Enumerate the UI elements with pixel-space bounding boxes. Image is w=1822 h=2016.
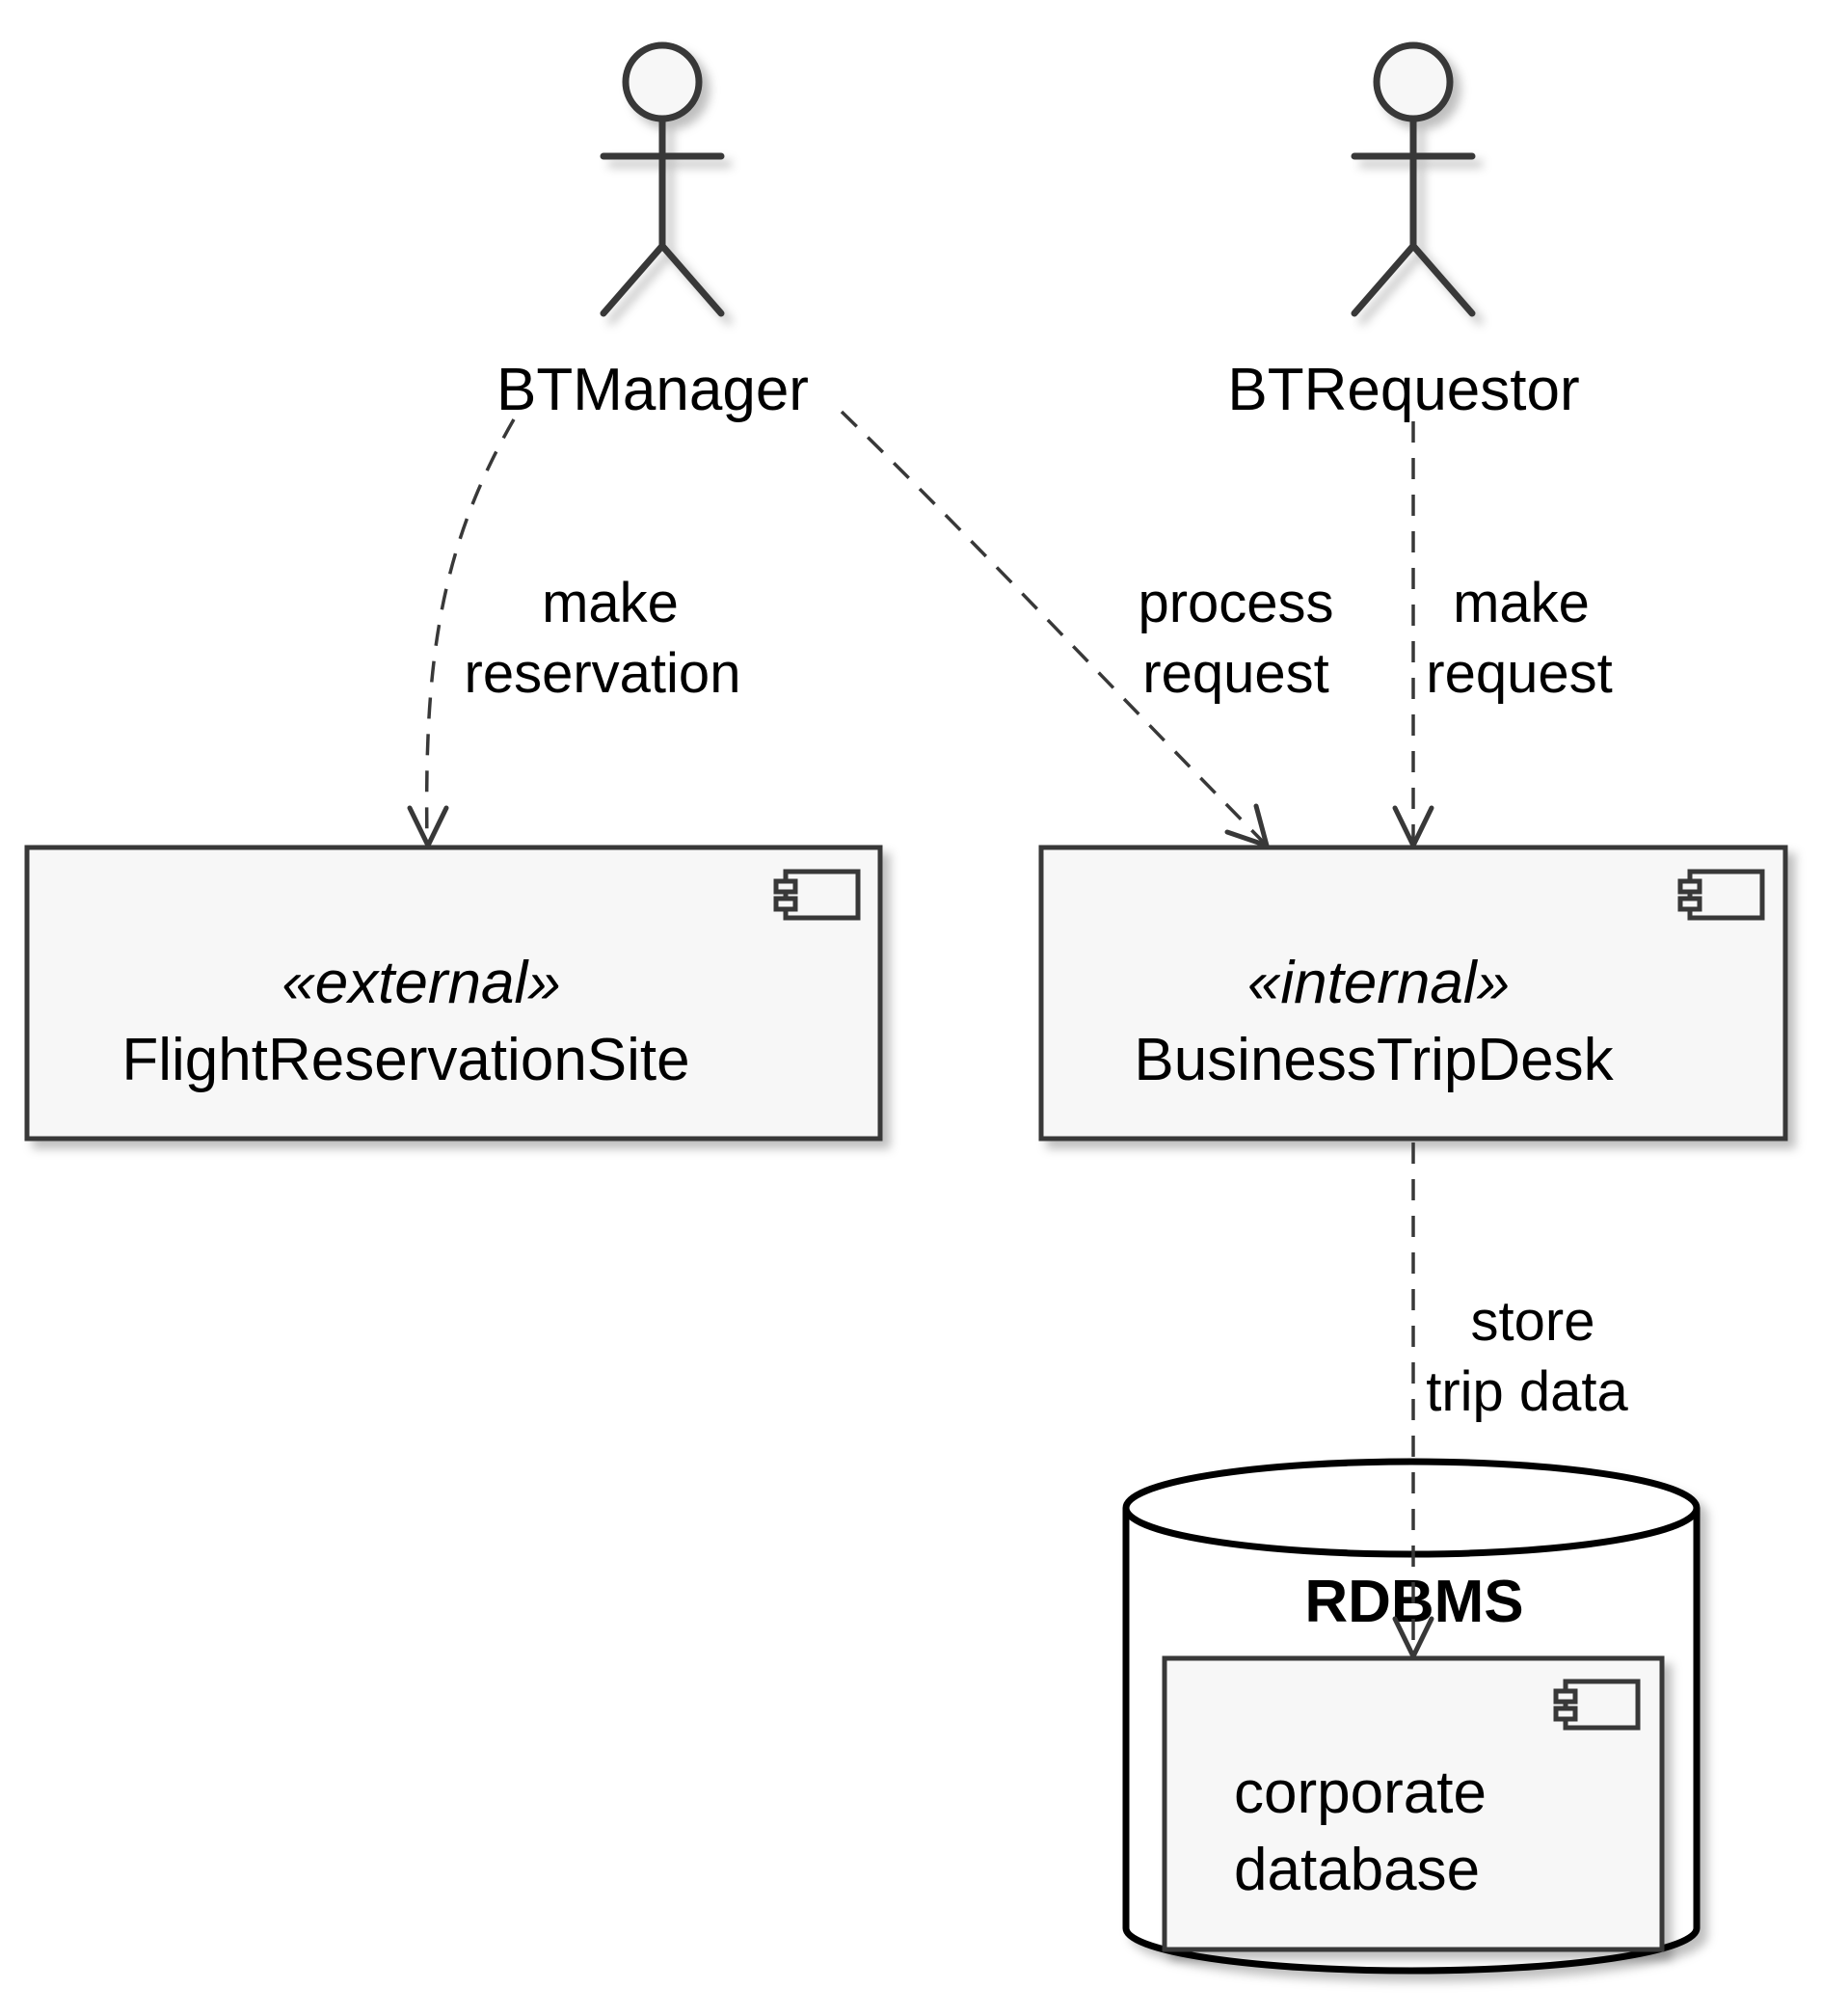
edge-label-line1: make — [1453, 572, 1590, 634]
arrowhead-icon — [1392, 1616, 1434, 1659]
edge-label-line1: process — [1138, 572, 1333, 634]
edge-label-line2: reservation — [465, 642, 741, 705]
component-corporate-database[interactable]: corporate database — [1162, 1655, 1665, 1952]
edge-label-line1: store — [1471, 1290, 1595, 1353]
edge-label-line1: make — [542, 572, 679, 634]
component-business-trip-desk[interactable]: «internal» BusinessTripDesk — [1038, 845, 1788, 1142]
edge-process-request[interactable]: process request — [840, 410, 1334, 848]
component-icon — [1553, 1679, 1641, 1731]
component-stereotype: «internal» — [1247, 950, 1510, 1016]
component-name-line1: corporate — [1234, 1760, 1487, 1826]
component-name: BusinessTripDesk — [1134, 1027, 1614, 1093]
edge-label-line2: request — [1426, 642, 1612, 705]
component-name: FlightReservationSite — [121, 1027, 689, 1093]
component-name-line2: database — [1234, 1837, 1480, 1903]
edge-make-reservation[interactable]: make reservation — [407, 418, 741, 848]
actor-figure-icon — [600, 41, 725, 317]
edge-store-trip-data[interactable]: store trip data — [1392, 1142, 1629, 1659]
arrowhead-icon — [1392, 805, 1434, 848]
actor-figure-icon — [1351, 41, 1476, 317]
component-icon — [773, 869, 861, 921]
actor-label: BTManager — [496, 357, 809, 423]
arrowhead-icon — [407, 805, 449, 848]
edge-label-line2: request — [1142, 642, 1328, 705]
database-rdbms[interactable]: RDBMS corporate database — [1122, 1458, 1701, 1975]
actor-label: BTRequestor — [1227, 357, 1579, 423]
edge-make-request[interactable]: make request — [1392, 421, 1613, 848]
arrowhead-icon — [1224, 803, 1270, 848]
component-stereotype: «external» — [281, 950, 561, 1016]
actor-btmanager[interactable]: BTManager — [496, 41, 809, 423]
component-icon — [1677, 869, 1765, 921]
edge-line — [840, 410, 1267, 846]
component-flight-reservation-site[interactable]: «external» FlightReservationSite — [24, 845, 883, 1142]
edge-line — [424, 418, 516, 845]
edge-label-line2: trip data — [1426, 1360, 1628, 1423]
actor-btrequestor[interactable]: BTRequestor — [1227, 41, 1580, 423]
